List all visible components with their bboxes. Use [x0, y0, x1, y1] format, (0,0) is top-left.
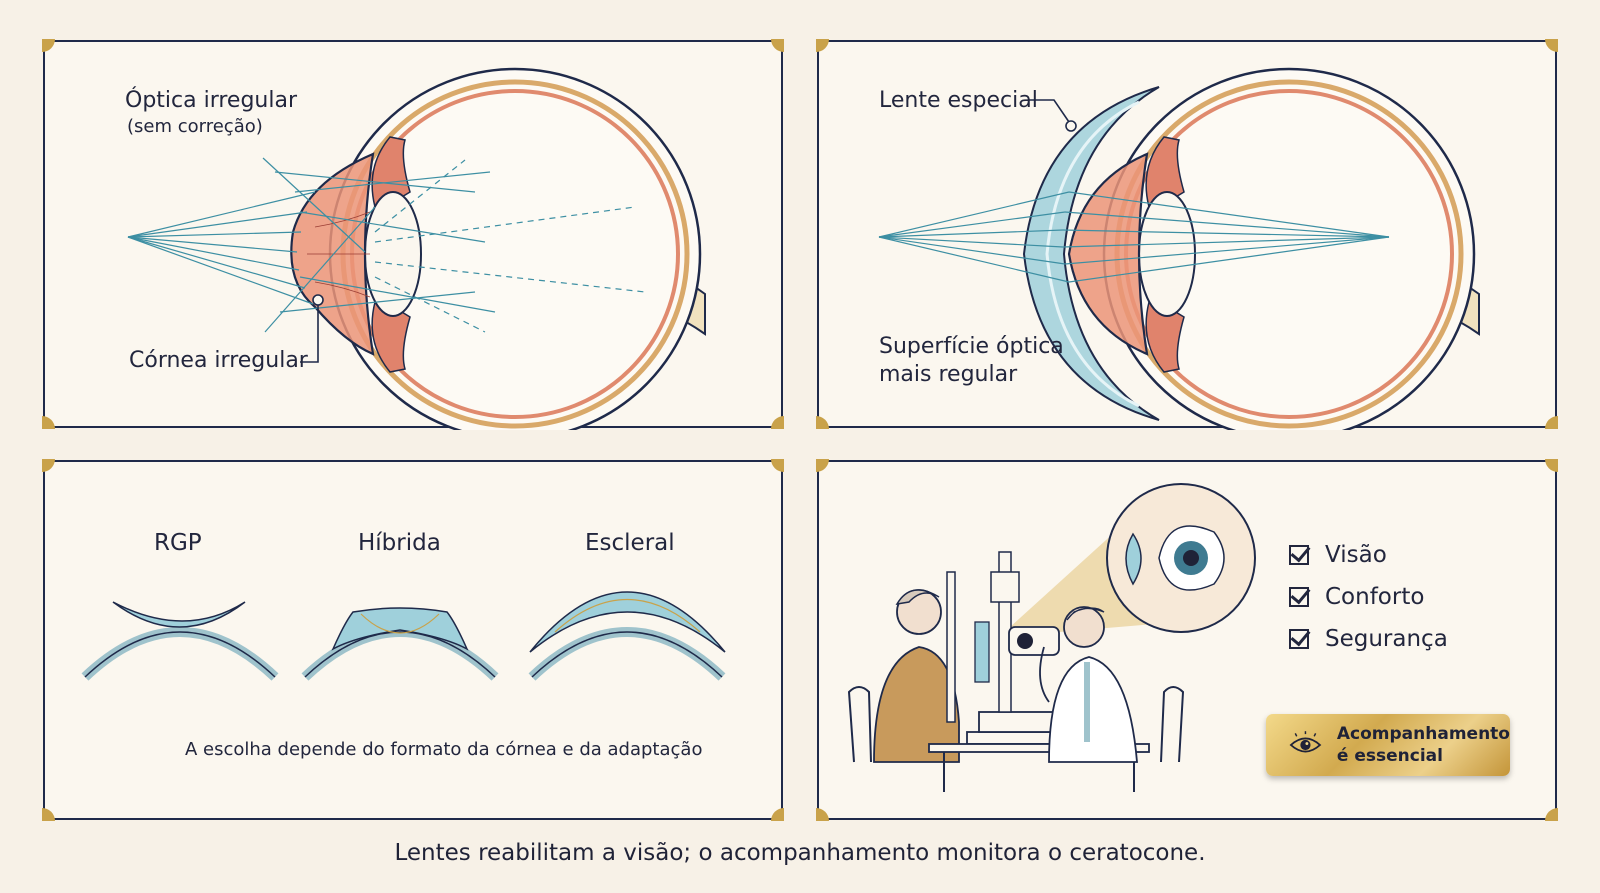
scleral-lens-illustration	[528, 591, 726, 681]
eye-cross-section-irregular	[127, 67, 706, 430]
badge-line1: Acompanhamento	[1336, 724, 1510, 744]
badge-line2: é essencial	[1336, 746, 1443, 766]
checkbox-icon	[1289, 545, 1309, 565]
lens-type-rgp: RGP	[154, 530, 202, 556]
checklist-item-comfort: Conforto	[1289, 576, 1448, 618]
corner-ornament	[1545, 459, 1558, 472]
regular-surface-label-line1: Superfície óptica	[879, 334, 1064, 359]
eye-cross-section-with-lens	[878, 67, 1480, 430]
checklist-item-safety: Segurança	[1289, 618, 1448, 660]
lens-choice-caption: A escolha depende do formato da córnea e…	[185, 739, 703, 760]
irregular-optics-title: Óptica irregular	[125, 88, 298, 113]
hybrid-lens-illustration	[301, 607, 499, 681]
regular-surface-label-line2: mais regular	[879, 362, 1018, 387]
follow-up-badge: Acompanhamento é essencial	[1266, 714, 1510, 776]
checklist-label: Segurança	[1325, 626, 1448, 652]
corner-ornament	[1545, 416, 1558, 429]
panel-irregular-optics: Óptica irregular (sem correção) Córnea i…	[42, 39, 784, 430]
special-lens-label: Lente especial	[879, 88, 1038, 113]
corner-ornament	[1545, 808, 1558, 821]
panel-special-lens: Lente especial Superfície óptica mais re…	[816, 39, 1558, 430]
corner-ornament	[771, 808, 784, 821]
panel-lens-types: RGP Híbrida Escleral A escolha depende d…	[42, 459, 784, 821]
eye-icon	[1289, 731, 1322, 753]
slit-lamp-exam-illustration	[847, 483, 1256, 792]
lens-type-hybrid: Híbrida	[358, 530, 441, 556]
checkbox-icon	[1289, 629, 1309, 649]
corner-ornament	[771, 416, 784, 429]
irregular-optics-subtitle: (sem correção)	[127, 116, 263, 137]
footer-caption: Lentes reabilitam a visão; o acompanhame…	[394, 840, 1206, 866]
cornea-label: Córnea irregular	[129, 348, 308, 373]
benefits-checklist: Visão Conforto Segurança	[1289, 534, 1448, 660]
checkbox-icon	[1289, 587, 1309, 607]
lens-type-scleral: Escleral	[585, 530, 675, 556]
checklist-item-vision: Visão	[1289, 534, 1448, 576]
checklist-label: Conforto	[1325, 584, 1425, 610]
rgp-lens-illustration	[81, 601, 279, 681]
checklist-label: Visão	[1325, 542, 1387, 568]
panel-follow-up: Visão Conforto Segurança Acompanhamento …	[816, 459, 1558, 821]
